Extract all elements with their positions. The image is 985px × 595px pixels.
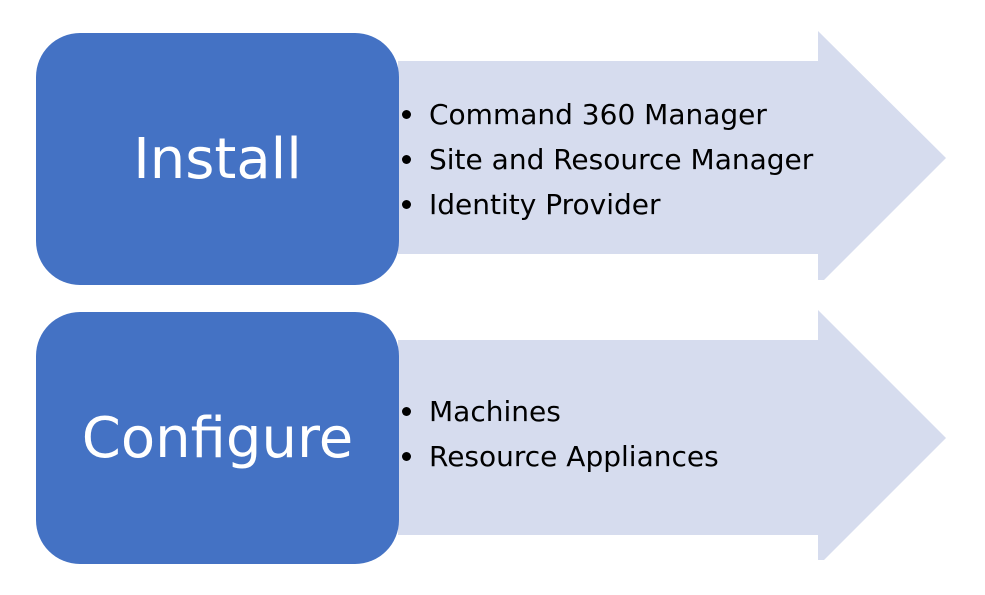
bullet-icon (402, 452, 411, 461)
arrow-body (398, 31, 946, 280)
bullet-icon (402, 155, 411, 164)
arrow-shape (398, 310, 946, 560)
bullet-icon (402, 200, 411, 209)
list-item: Machines (402, 389, 719, 434)
stage-label-box: Configure (36, 312, 399, 564)
stage-configure: Configure Machines Resource Appliances (0, 280, 985, 564)
list-item: Identity Provider (402, 182, 813, 227)
stage-install: Install Command 360 Manager Site and Res… (0, 0, 985, 285)
list-item-text: Resource Appliances (429, 440, 719, 473)
bullet-icon (402, 110, 411, 119)
list-item: Resource Appliances (402, 434, 719, 479)
list-item-text: Machines (429, 395, 561, 428)
stage-label-box: Install (36, 33, 399, 285)
stage-label: Install (133, 126, 302, 192)
arrow-shape (398, 31, 946, 280)
list-item-text: Site and Resource Manager (429, 143, 814, 176)
stage-label: Configure (81, 405, 354, 471)
stage-item-list: Command 360 Manager Site and Resource Ma… (402, 92, 813, 227)
list-item-text: Identity Provider (429, 188, 661, 221)
bullet-icon (402, 407, 411, 416)
list-item-text: Command 360 Manager (429, 98, 767, 131)
list-item: Command 360 Manager (402, 92, 813, 137)
stage-item-list: Machines Resource Appliances (402, 389, 719, 479)
arrow-body (398, 310, 946, 560)
list-item: Site and Resource Manager (402, 137, 813, 182)
